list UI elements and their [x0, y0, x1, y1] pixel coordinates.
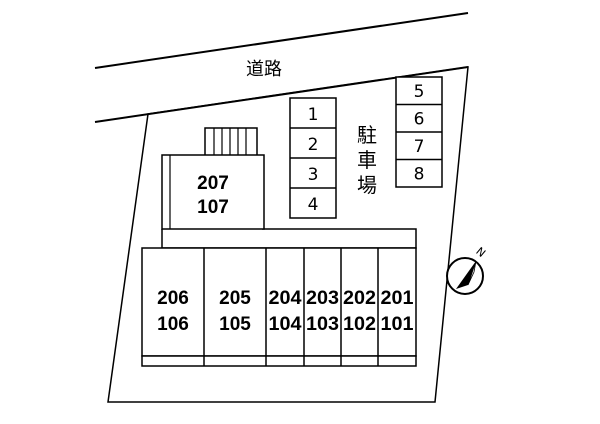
unit-207: 207: [197, 173, 229, 194]
compass-north-label: N: [473, 245, 488, 260]
parking-slot-2: 2: [308, 135, 319, 155]
building-row: 206 106 205 105 204 104 203 103 202 102 …: [141, 247, 417, 367]
road-edge-top: [94, 12, 469, 69]
unit-203: 203: [306, 288, 339, 309]
parking-label-1: 駐: [357, 123, 377, 147]
parking-slot-3: 3: [308, 165, 319, 185]
unit-205: 205: [219, 288, 251, 309]
lot-boundary: [107, 66, 469, 403]
parking-left-column: 1 2 3 4: [289, 97, 337, 219]
parking-slot-4: 4: [308, 195, 319, 215]
unit-201: 201: [381, 288, 414, 309]
unit-106: 106: [157, 314, 189, 335]
parking-label-3: 場: [357, 173, 377, 197]
parking-slot-6: 6: [414, 110, 425, 130]
unit-102: 102: [343, 314, 376, 335]
stairs: [204, 127, 258, 157]
parking-slot-7: 7: [414, 137, 425, 157]
road-label: 道路: [246, 59, 282, 80]
parking-slot-5: 5: [414, 82, 425, 102]
unit-204: 204: [269, 288, 302, 309]
parking-label-2: 車: [357, 148, 377, 172]
parking-right-column: 5 6 7 8: [395, 76, 443, 188]
building-207-107: 207 107: [161, 154, 265, 230]
unit-104: 104: [269, 314, 302, 335]
unit-107: 107: [197, 197, 229, 218]
unit-206: 206: [157, 288, 189, 309]
parking-slot-8: 8: [414, 165, 425, 185]
unit-105: 105: [219, 314, 251, 335]
unit-101: 101: [381, 314, 414, 335]
unit-103: 103: [306, 314, 339, 335]
parking-slot-1: 1: [308, 105, 319, 125]
unit-202: 202: [343, 288, 376, 309]
north-arrow-icon: N: [446, 245, 488, 295]
walkway: [161, 228, 417, 249]
